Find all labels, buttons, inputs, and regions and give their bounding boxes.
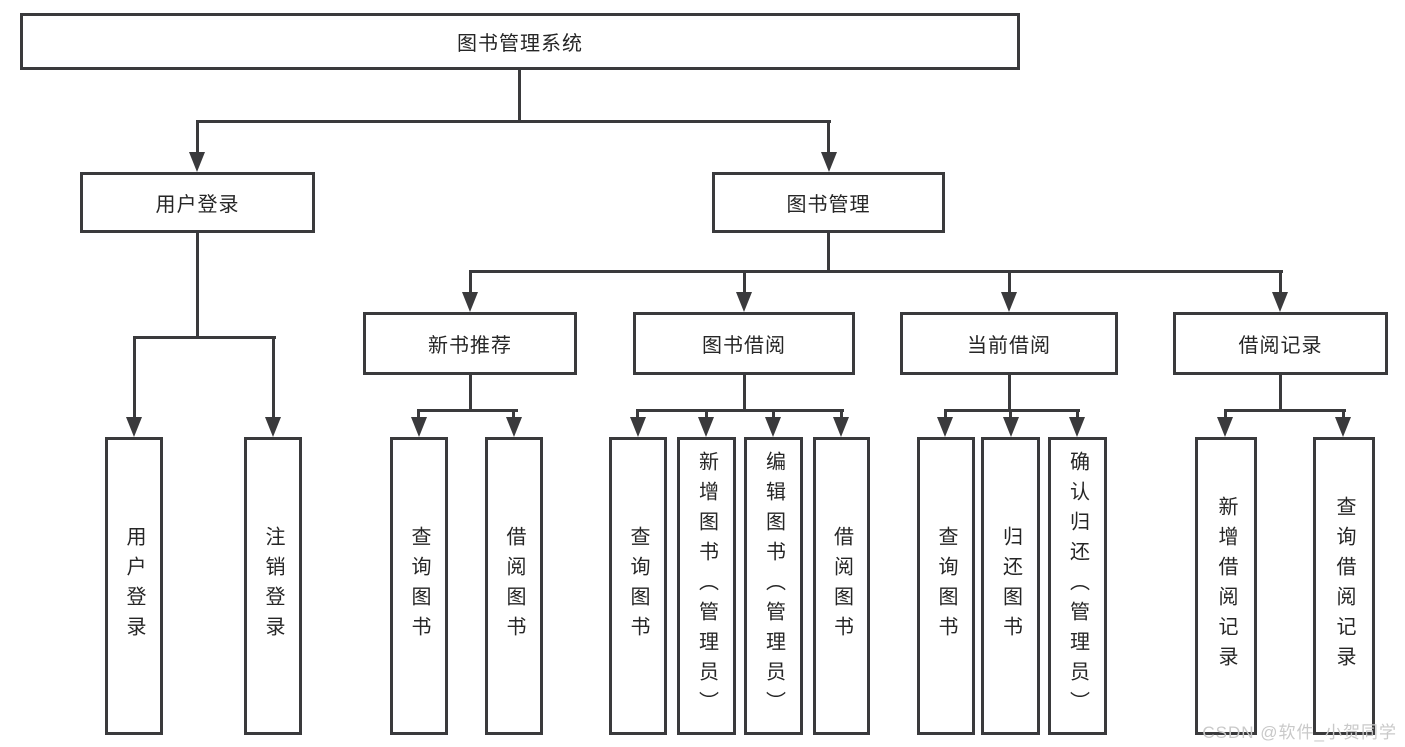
connector: [133, 336, 276, 339]
arrowhead: [1272, 292, 1288, 312]
arrowhead: [126, 417, 142, 437]
connector: [772, 409, 775, 419]
leaf-return-books: 归还图书: [981, 437, 1040, 735]
connector: [827, 233, 830, 272]
arrowhead: [937, 417, 953, 437]
leaf-confirm-return-admin: 确认归还（管理员）: [1048, 437, 1107, 735]
connector: [705, 409, 708, 419]
leaf-add-books-admin: 新增图书（管理员）: [677, 437, 736, 735]
connector: [743, 270, 746, 294]
connector: [518, 68, 521, 122]
connector: [469, 375, 472, 411]
leaf-edit-books-admin: 编辑图书（管理员）: [744, 437, 803, 735]
node-new-book-recommend: 新书推荐: [363, 312, 577, 375]
leaf-query-books-current: 查询图书: [917, 437, 975, 735]
node-book-management: 图书管理: [712, 172, 945, 233]
leaf-add-borrow-record: 新增借阅记录: [1195, 437, 1257, 735]
leaf-logout: 注销登录: [244, 437, 302, 735]
connector: [133, 336, 136, 419]
connector: [512, 409, 515, 419]
connector: [1279, 375, 1282, 411]
arrowhead: [462, 292, 478, 312]
connector: [196, 233, 199, 337]
leaf-borrow-books-recommend: 借阅图书: [485, 437, 543, 735]
connector: [944, 409, 947, 419]
leaf-query-books-borrow: 查询图书: [609, 437, 667, 735]
arrowhead: [189, 152, 205, 172]
connector: [272, 336, 275, 419]
arrowhead: [698, 417, 714, 437]
arrowhead: [506, 417, 522, 437]
connector: [637, 409, 844, 412]
leaf-borrow-books: 借阅图书: [813, 437, 870, 735]
node-borrow-records: 借阅记录: [1173, 312, 1388, 375]
root-node: 图书管理系统: [20, 13, 1020, 70]
connector: [743, 375, 746, 411]
leaf-query-books-recommend: 查询图书: [390, 437, 448, 735]
watermark-text: CSDN @软件_小贺同学: [1202, 723, 1397, 742]
node-current-borrow: 当前借阅: [900, 312, 1118, 375]
connector: [469, 270, 472, 294]
connector: [469, 270, 1283, 273]
arrowhead: [1069, 417, 1085, 437]
arrowhead: [411, 417, 427, 437]
arrowhead: [1335, 417, 1351, 437]
connector: [196, 120, 831, 123]
arrowhead: [265, 417, 281, 437]
leaf-user-login: 用户登录: [105, 437, 163, 735]
arrowhead: [1217, 417, 1233, 437]
connector: [1279, 270, 1282, 294]
connector: [1008, 270, 1011, 294]
connector: [1224, 409, 1346, 412]
connector: [1009, 409, 1012, 419]
arrowhead: [1001, 292, 1017, 312]
connector: [418, 409, 518, 412]
connector: [196, 120, 199, 154]
connector: [1076, 409, 1079, 419]
connector: [1224, 409, 1227, 419]
connector: [827, 120, 830, 154]
connector: [417, 409, 420, 419]
arrowhead: [1003, 417, 1019, 437]
arrowhead: [765, 417, 781, 437]
node-user-login: 用户登录: [80, 172, 315, 233]
arrowhead: [736, 292, 752, 312]
node-book-borrow: 图书借阅: [633, 312, 855, 375]
connector: [1008, 375, 1011, 411]
arrowhead: [833, 417, 849, 437]
arrowhead: [821, 152, 837, 172]
arrowhead: [630, 417, 646, 437]
connector: [1342, 409, 1345, 419]
leaf-query-borrow-record: 查询借阅记录: [1313, 437, 1375, 735]
connector: [944, 409, 1080, 412]
connector: [840, 409, 843, 419]
connector: [636, 409, 639, 419]
